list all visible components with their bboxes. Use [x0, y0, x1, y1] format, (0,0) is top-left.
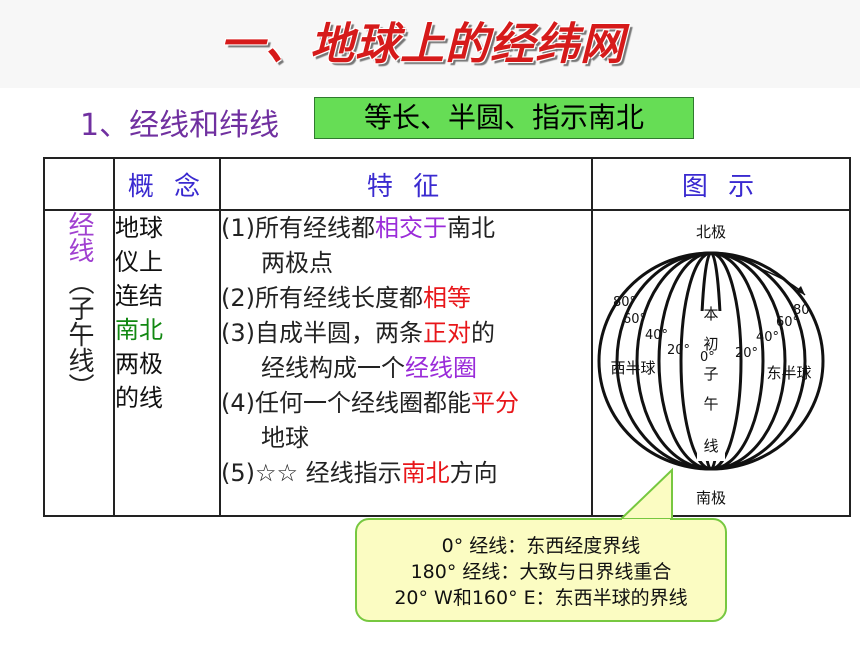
header-diagram: 图 示 [591, 157, 851, 211]
header-row: 概 念 特 征 图 示 [43, 157, 851, 211]
prime-meridian-char: 本 [703, 305, 718, 323]
features-cell: (1)所有经线都相交于南北 两极点 (2)所有经线长度都相等 (3)自成半圆，两… [219, 209, 593, 517]
feature-text: (1)所有经线都 [221, 214, 375, 242]
prime-meridian-char: 午 [703, 395, 718, 413]
feature-text: 的 [471, 319, 495, 347]
prime-meridian-char: 子 [703, 365, 718, 383]
feature-5: (5)☆☆ 经线指示南北方向 [221, 456, 591, 491]
feature-text: (2)所有经线长度都 [221, 284, 423, 312]
header-features: 特 征 [219, 157, 593, 211]
degree-label-right: 40° [756, 330, 779, 345]
callout-line: 0° 经线：东西经度界线 [441, 535, 641, 557]
degree-label-right: 20° [735, 346, 758, 361]
feature-2: (2)所有经线长度都相等 [221, 281, 591, 316]
feature-3: (3)自成半圆，两条正对的 经线构成一个经线圈 [221, 316, 591, 386]
feature-text: 两极点 [261, 249, 333, 277]
header-empty [43, 157, 115, 211]
concept-line: 的线 [115, 384, 163, 412]
globe-diagram: 北极 南极 西半球 东半球 本 初 子 午 线 80° 60° 40° 20° … [597, 223, 825, 507]
section-heading: 1、经线和纬线 [80, 108, 280, 143]
feature-text: 方向 [449, 459, 498, 487]
degree-label-left: 80° [613, 295, 636, 310]
feature-text: 经线构成一个 [261, 354, 405, 382]
concept-line: 仪上 [115, 248, 163, 276]
feature-text: (4)任何一个经线圈都能 [221, 389, 471, 417]
feature-text: 地球 [261, 424, 309, 452]
feature-text: 南北 [447, 214, 495, 242]
prime-meridian-char: 线 [703, 437, 718, 455]
degree-label-right: 80 [793, 303, 810, 318]
slide-title: 一、地球上的经纬网 [220, 19, 625, 70]
prime-label-backdrop [697, 311, 725, 461]
degree-label-left: 0° [700, 350, 715, 365]
east-hemisphere-label: 东半球 [766, 364, 811, 382]
meridian-row: 经线 （子午线） 地球 仪上 连结 南北 两极 的线 (1)所有经线都相交于南北… [43, 209, 851, 517]
feature-highlight: 南北 [401, 459, 450, 487]
feature-text: (5)☆☆ 经线指示 [221, 459, 402, 487]
concept-line: 地球 [115, 214, 163, 242]
degree-label-left: 60° [623, 312, 646, 327]
degree-label-left: 40° [645, 328, 668, 343]
meridian-line [615, 251, 807, 471]
title-band [0, 0, 860, 88]
row-label-meridian-alias: （子午线） [64, 269, 94, 399]
concept-line: 两极 [115, 350, 163, 378]
rotation-arrow-head [796, 286, 805, 295]
concept-line-highlight: 南北 [115, 316, 163, 344]
meridian-table: 概 念 特 征 图 示 经线 （子午线） 地球 仪上 连结 南北 两极 的线 (… [43, 157, 851, 517]
feature-text-line: 经线构成一个经线圈 [221, 351, 591, 386]
south-pole-label: 南极 [696, 489, 726, 507]
north-pole-label: 北极 [696, 223, 726, 241]
feature-highlight: 相等 [423, 284, 471, 312]
degree-label-left: 20° [667, 343, 690, 358]
callout-line: 20° W和160° E：东西半球的界线 [394, 587, 688, 609]
meridian-callout: 0° 经线：东西经度界线 180° 经线：大致与日界线重合 20° W和160°… [355, 518, 727, 622]
header-concept: 概 念 [113, 157, 221, 211]
keywords-box: 等长、半圆、指示南北 [314, 97, 694, 139]
feature-highlight: 相交于 [375, 214, 447, 242]
feature-text: (3)自成半圆，两条 [221, 319, 423, 347]
feature-highlight: 平分 [471, 389, 519, 417]
row-label-cell: 经线 （子午线） [43, 209, 115, 517]
feature-highlight: 正对 [423, 319, 471, 347]
west-hemisphere-label: 西半球 [610, 359, 655, 377]
concept-cell: 地球 仪上 连结 南北 两极 的线 [113, 209, 221, 517]
diagram-cell: 北极 南极 西半球 东半球 本 初 子 午 线 80° 60° 40° 20° … [591, 209, 851, 517]
feature-highlight: 经线圈 [405, 354, 477, 382]
concept-line: 连结 [115, 282, 163, 310]
feature-1: (1)所有经线都相交于南北 两极点 [221, 211, 591, 281]
callout-line: 180° 经线：大致与日界线重合 [410, 561, 672, 583]
row-label-meridian: 经线 [64, 211, 94, 263]
feature-4: (4)任何一个经线圈都能平分 地球 [221, 386, 591, 456]
prime-meridian-char: 初 [703, 335, 718, 353]
degree-label-right: 60° [776, 315, 799, 330]
